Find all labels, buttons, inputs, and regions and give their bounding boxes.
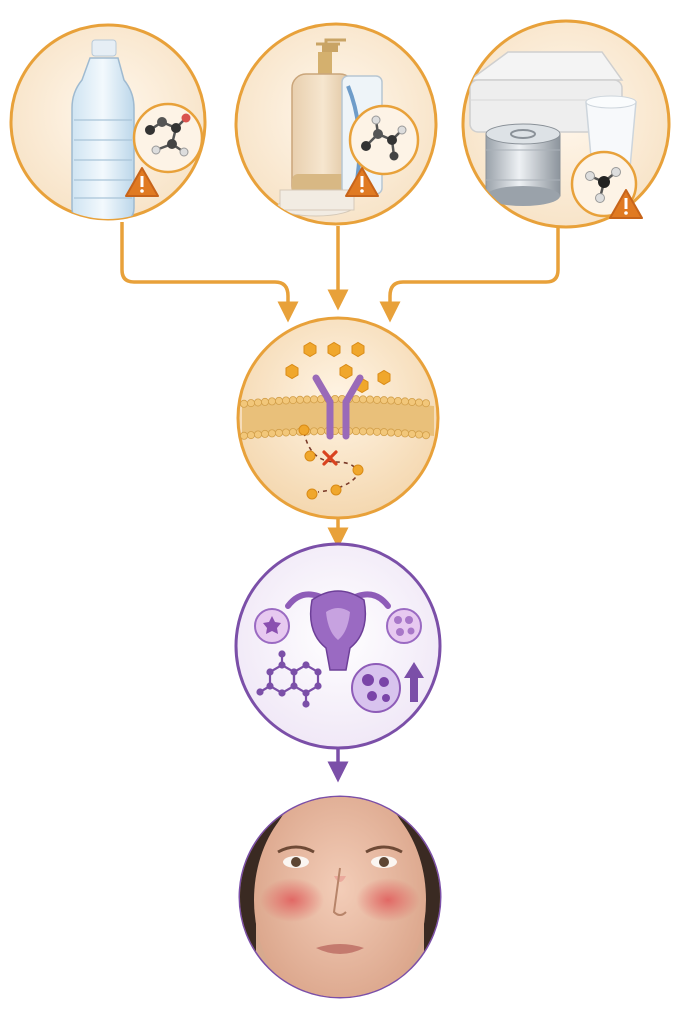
lipid-head [267,397,276,406]
facial-rash-node [238,795,442,999]
lipid-head [386,428,395,437]
lipid-head [372,427,381,436]
lipid-head [407,429,416,438]
plastic-bottle-icon [71,39,135,219]
lipid-head [281,428,290,437]
lipid-head [414,398,423,407]
lipid-head [246,399,255,408]
lipid-head [281,396,290,405]
reproductive-hormone-node [234,542,442,750]
lipid-head [295,395,304,404]
lipid-head [239,431,248,440]
lipid-head [246,431,255,440]
face-malar-rash-icon [240,797,440,997]
lipid-head [421,399,430,408]
lipid-head [302,395,311,404]
lipid-head [253,430,262,439]
lipid-head [393,396,402,405]
uterus-ovaries-icon [254,590,422,671]
lipid-head [400,429,409,438]
lipid-head [316,427,325,436]
lipid-head [365,395,374,404]
lipid-head [351,427,360,436]
cosmetics-source-node [234,22,438,226]
connector-arrows [120,222,560,783]
lipid-head [393,428,402,437]
lipid-head [379,396,388,405]
lipid-head [365,427,374,436]
eye-icon [277,845,403,868]
arrow-bottle-to-cell [120,222,299,323]
arrow-packaging-to-cell [379,226,560,323]
molecular-structure-icon [256,650,322,708]
lipid-head [379,428,388,437]
lipid-head [351,395,360,404]
lipid-head [274,428,283,437]
molecule-icon [132,102,204,174]
receptor-membrane-icon [239,341,434,500]
lipid-head [309,395,318,404]
lipid-head [260,429,269,438]
warning-icon [125,167,159,197]
lipid-head [358,395,367,404]
lipid-head [421,431,430,440]
lipid-head [372,395,381,404]
lipid-head [239,399,248,408]
lipid-head [267,429,276,438]
warning-icon [345,167,379,197]
lipid-head [309,427,318,436]
lipid-head [386,396,395,405]
lipid-head [400,397,409,406]
lipid-head [253,398,262,407]
increase-arrow-icon [404,662,424,702]
cell-membrane-receptor-node [236,316,440,520]
food-packaging-source-node [461,19,671,229]
lipid-head [274,396,283,405]
lipid-head [407,397,416,406]
lipid-head [288,428,297,437]
lipid-head [358,427,367,436]
lipid-head [260,397,269,406]
molecule-icon [348,104,420,176]
lipid-head [288,396,297,405]
warning-icon [609,189,643,219]
hormone-cell-icon [351,663,401,713]
water-bottle-source-node [9,23,207,221]
lipid-head [414,430,423,439]
